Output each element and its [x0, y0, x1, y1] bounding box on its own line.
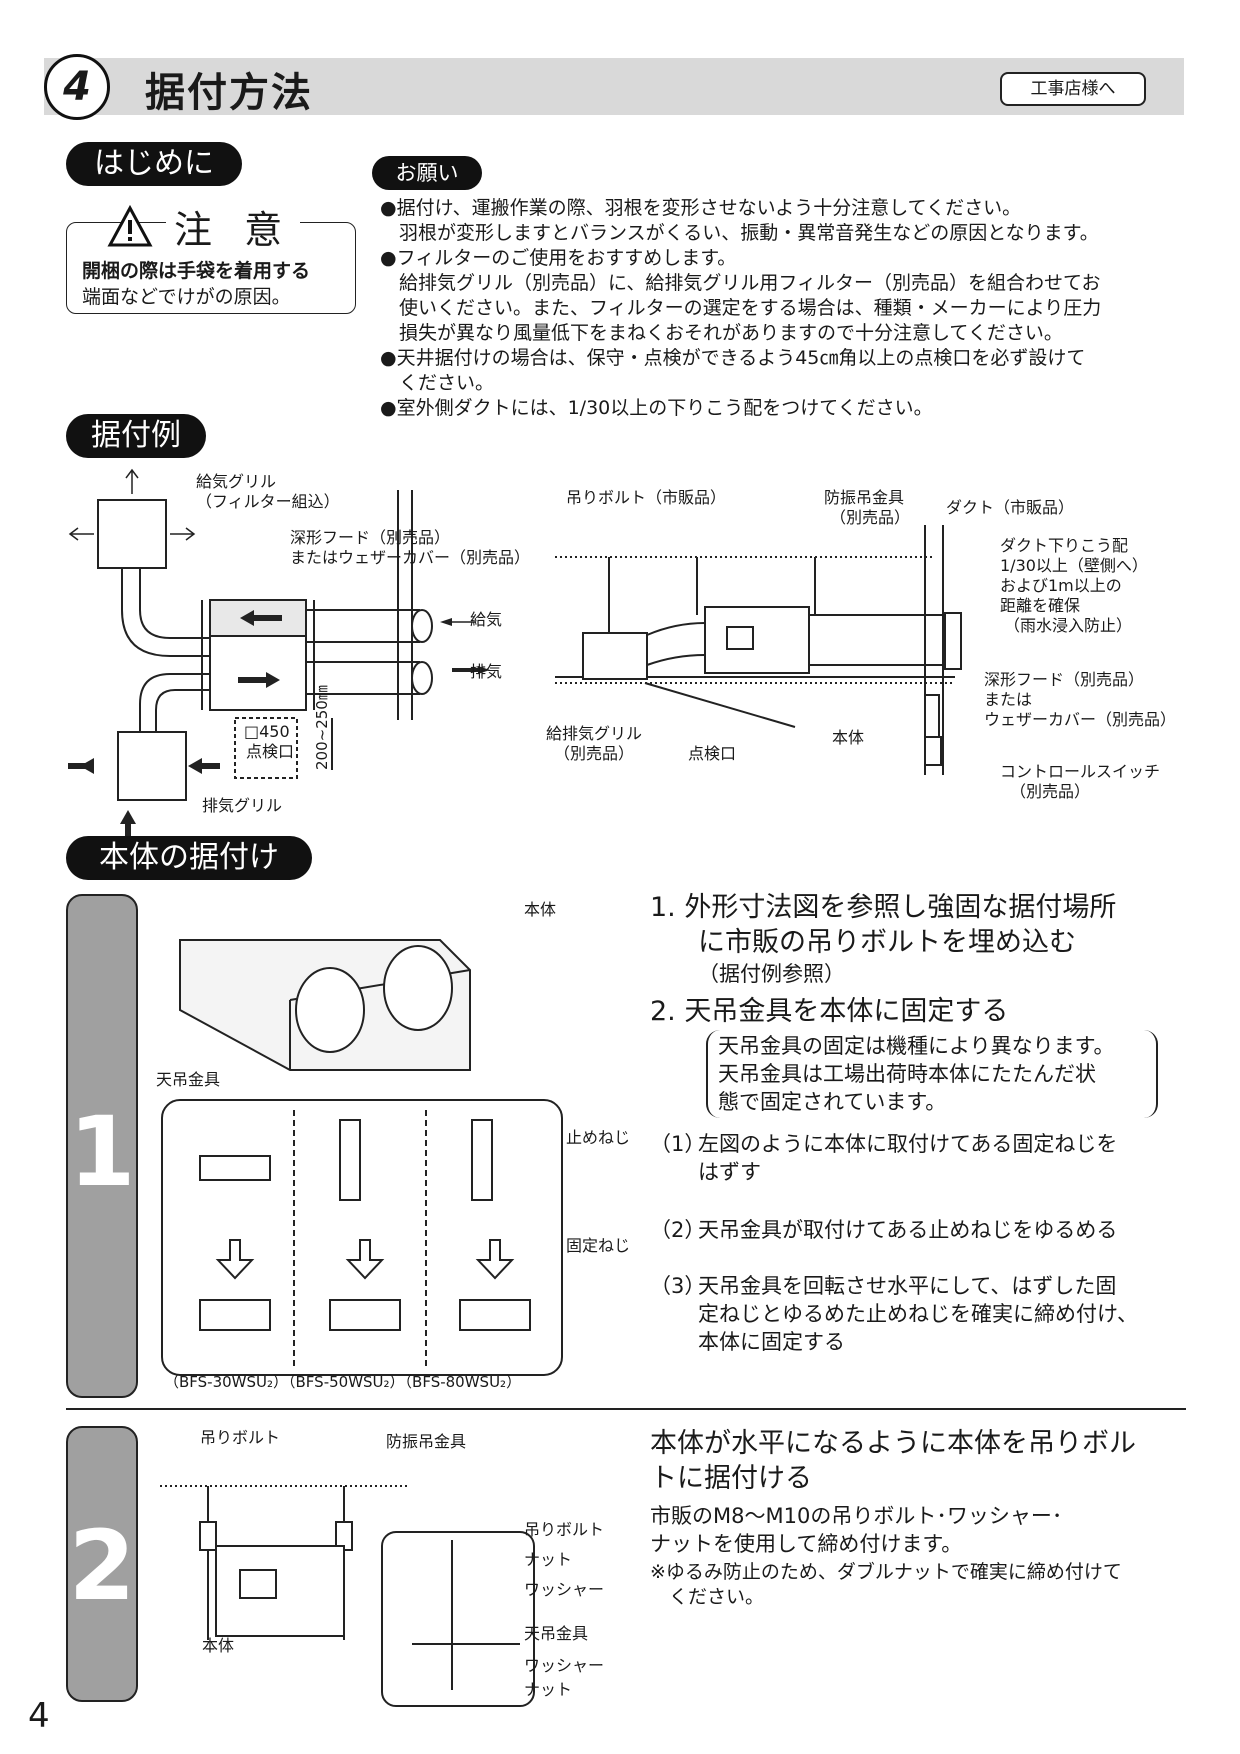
fix-screw-label: 固定ねじ	[566, 1236, 631, 1255]
sub1-line-b: はずす	[698, 1160, 761, 1184]
request-item: 使いください。また、フィルターの選定をする場合は、種類・メーカーにより圧力	[380, 297, 1102, 319]
hanger-label: 天吊金具	[156, 1070, 221, 1089]
caution-line-1: 開梱の際は手袋を着用する	[82, 260, 311, 282]
supply-flow-label: 給気	[470, 610, 503, 629]
step-1-number: 1	[68, 1096, 136, 1208]
request-item: ●天井据付けの場合は、保守・点検ができるよう45㎝角以上の点検口を必ず設けて	[380, 347, 1086, 369]
sub3-number: （3）	[650, 1274, 706, 1298]
detail-washer-2-label: ワッシャー	[524, 1656, 605, 1675]
sub3-line-a: 天吊金具を回転させ水平にして、はずした固	[698, 1274, 1117, 1298]
dimension-label: 200~250㎜	[313, 685, 331, 770]
step1-item1-note: （据付例参照）	[698, 962, 845, 986]
access-right-label: 点検口	[688, 744, 737, 763]
request-item: 給排気グリル（別売品）に、給排気グリル用フィルター（別売品）を組合わせてお	[380, 272, 1101, 294]
grille-right-label: 給排気グリル	[546, 724, 643, 743]
request-item: ●室外側ダクトには、1/30以上の下りこう配をつけてください。	[380, 397, 933, 419]
exhaust-flow-label: 排気	[470, 662, 503, 681]
stop-screw-label: 止めねじ	[566, 1128, 631, 1147]
installation-example-diagram-left	[68, 468, 490, 840]
hood-right-label-2: または	[984, 690, 1033, 709]
exhaust-grille-label: 排気グリル	[202, 796, 283, 815]
warning-triangle-icon	[107, 204, 153, 247]
section-number: 4	[44, 54, 110, 120]
step-1-tab	[66, 894, 138, 1398]
page-title: 据付方法	[145, 70, 313, 116]
step1-item1-line2: に市販の吊りボルトを埋め込む	[698, 927, 1076, 958]
request-item: ください。	[380, 372, 495, 394]
slope-label-5: （雨水浸入防止）	[1004, 616, 1133, 635]
step1-item2: 2. 天吊金具を本体に固定する	[650, 996, 1009, 1027]
example-heading: 据付例	[66, 414, 206, 458]
access-size-label: □450	[244, 722, 290, 741]
installation-example-diagram-right	[555, 525, 962, 775]
step2-title-1: 本体が水平になるように本体を吊りボル	[650, 1428, 1136, 1459]
slope-label-3: および1m以上の	[1000, 576, 1122, 595]
request-list: ●据付け、運搬作業の際、羽根を変形させないよう十分注意してください。 羽根が変形…	[380, 196, 1190, 421]
hood-right-label-3: ウェザーカバー（別売品）	[984, 710, 1177, 729]
step-divider	[66, 1408, 1186, 1410]
request-item: 羽根が変形しますとバランスがくるい、振動・異常音発生などの原因となります。	[380, 222, 1099, 244]
sub3-line-c: 本体に固定する	[698, 1330, 845, 1354]
step1-item1-line1: 1. 外形寸法図を参照し強固な据付場所	[650, 892, 1117, 923]
switch-label: コントロールスイッチ	[1000, 762, 1161, 781]
step1-body-label: 本体	[524, 900, 557, 919]
bracket-sub-label: （別売品）	[830, 508, 911, 527]
step2-title-2: トに据付ける	[650, 1463, 812, 1494]
step-2-illustration	[160, 1485, 535, 1707]
sub2-number: （2）	[650, 1218, 706, 1242]
step2-bolt-label: 吊りボルト	[200, 1428, 281, 1447]
bracket-note-3: 態で固定されています。	[718, 1090, 947, 1114]
hood-label: 深形フード（別売品）	[290, 528, 451, 547]
mounting-heading: 本体の据付け	[66, 836, 312, 880]
duct-label: ダクト（市販品）	[946, 498, 1075, 517]
page-number: 4	[28, 1696, 50, 1736]
slope-label-1: ダクト下りこう配	[1000, 536, 1129, 555]
bolt-label: 吊りボルト（市販品）	[566, 488, 727, 507]
slope-label-4: 距離を確保	[1000, 596, 1081, 615]
bracket-note-box	[706, 1030, 1158, 1118]
supply-grille-label: 給気グリル	[196, 472, 277, 491]
step2-note-1: ※ゆるみ防止のため、ダブルナットで確実に締め付けて	[650, 1561, 1122, 1583]
detail-hanger-label: 天吊金具	[524, 1624, 589, 1643]
step2-note-2: ください。	[650, 1586, 765, 1608]
request-heading: お願い	[372, 156, 482, 190]
caution-line-2: 端面などでけがの原因。	[82, 286, 291, 308]
bracket-note-2: 天吊金具は工場出荷時本体にたたんだ状	[718, 1062, 1096, 1086]
request-item: 損失が異なり風量低下をまねくおそれがありますので十分注意してください。	[380, 322, 1063, 344]
sub3-line-b: 定ねじとゆるめた止めねじを確実に締め付け、	[698, 1302, 1138, 1326]
supply-grille-sub-label: （フィルター組込）	[196, 492, 340, 511]
section-header-bar	[44, 58, 1184, 115]
access-hatch-label: 点検口	[246, 742, 295, 761]
hood-sub-label: またはウェザーカバー（別売品）	[290, 548, 531, 567]
request-item: ●フィルターのご使用をおすすめします。	[380, 247, 737, 269]
step-1-illustration	[161, 939, 563, 1376]
step2-desc-1: 市販のM8～M10の吊りボルト･ワッシャー･	[650, 1504, 1063, 1528]
detail-washer-1-label: ワッシャー	[524, 1580, 605, 1599]
body-right-label: 本体	[832, 728, 865, 747]
step-2-tab	[66, 1426, 138, 1702]
model-list: （BFS-30WSU₂）（BFS-50WSU₂）（BFS-80WSU₂）	[164, 1373, 522, 1391]
detail-nut-2-label: ナット	[524, 1680, 573, 1699]
sub1-number: （1）	[650, 1132, 706, 1156]
grille-right-sub-label: （別売品）	[554, 744, 635, 763]
audience-tag: 工事店様へ	[1000, 72, 1146, 106]
hood-right-label-1: 深形フード（別売品）	[984, 670, 1145, 689]
step2-bracket-label: 防振吊金具	[386, 1432, 467, 1451]
bracket-note-1: 天吊金具の固定は機種により異なります。	[718, 1034, 1115, 1058]
sub2-line-a: 天吊金具が取付けてある止めねじをゆるめる	[698, 1218, 1118, 1242]
sub1-line-a: 左図のように本体に取付けてある固定ねじを	[698, 1132, 1118, 1156]
caution-title: 注 意	[166, 199, 301, 254]
detail-nut-1-label: ナット	[524, 1550, 573, 1569]
step2-body-label: 本体	[202, 1636, 235, 1655]
switch-sub-label: （別売品）	[1010, 782, 1091, 801]
detail-bolt-label: 吊りボルト	[524, 1520, 605, 1539]
bracket-label: 防振吊金具	[824, 488, 905, 507]
slope-label-2: 1/30以上（壁側へ）	[1000, 556, 1148, 575]
intro-heading: はじめに	[66, 142, 242, 186]
step-2-number: 2	[68, 1510, 136, 1622]
request-item: ●据付け、運搬作業の際、羽根を変形させないよう十分注意してください。	[380, 197, 1022, 219]
step2-desc-2: ナットを使用して締め付けます。	[650, 1532, 963, 1556]
